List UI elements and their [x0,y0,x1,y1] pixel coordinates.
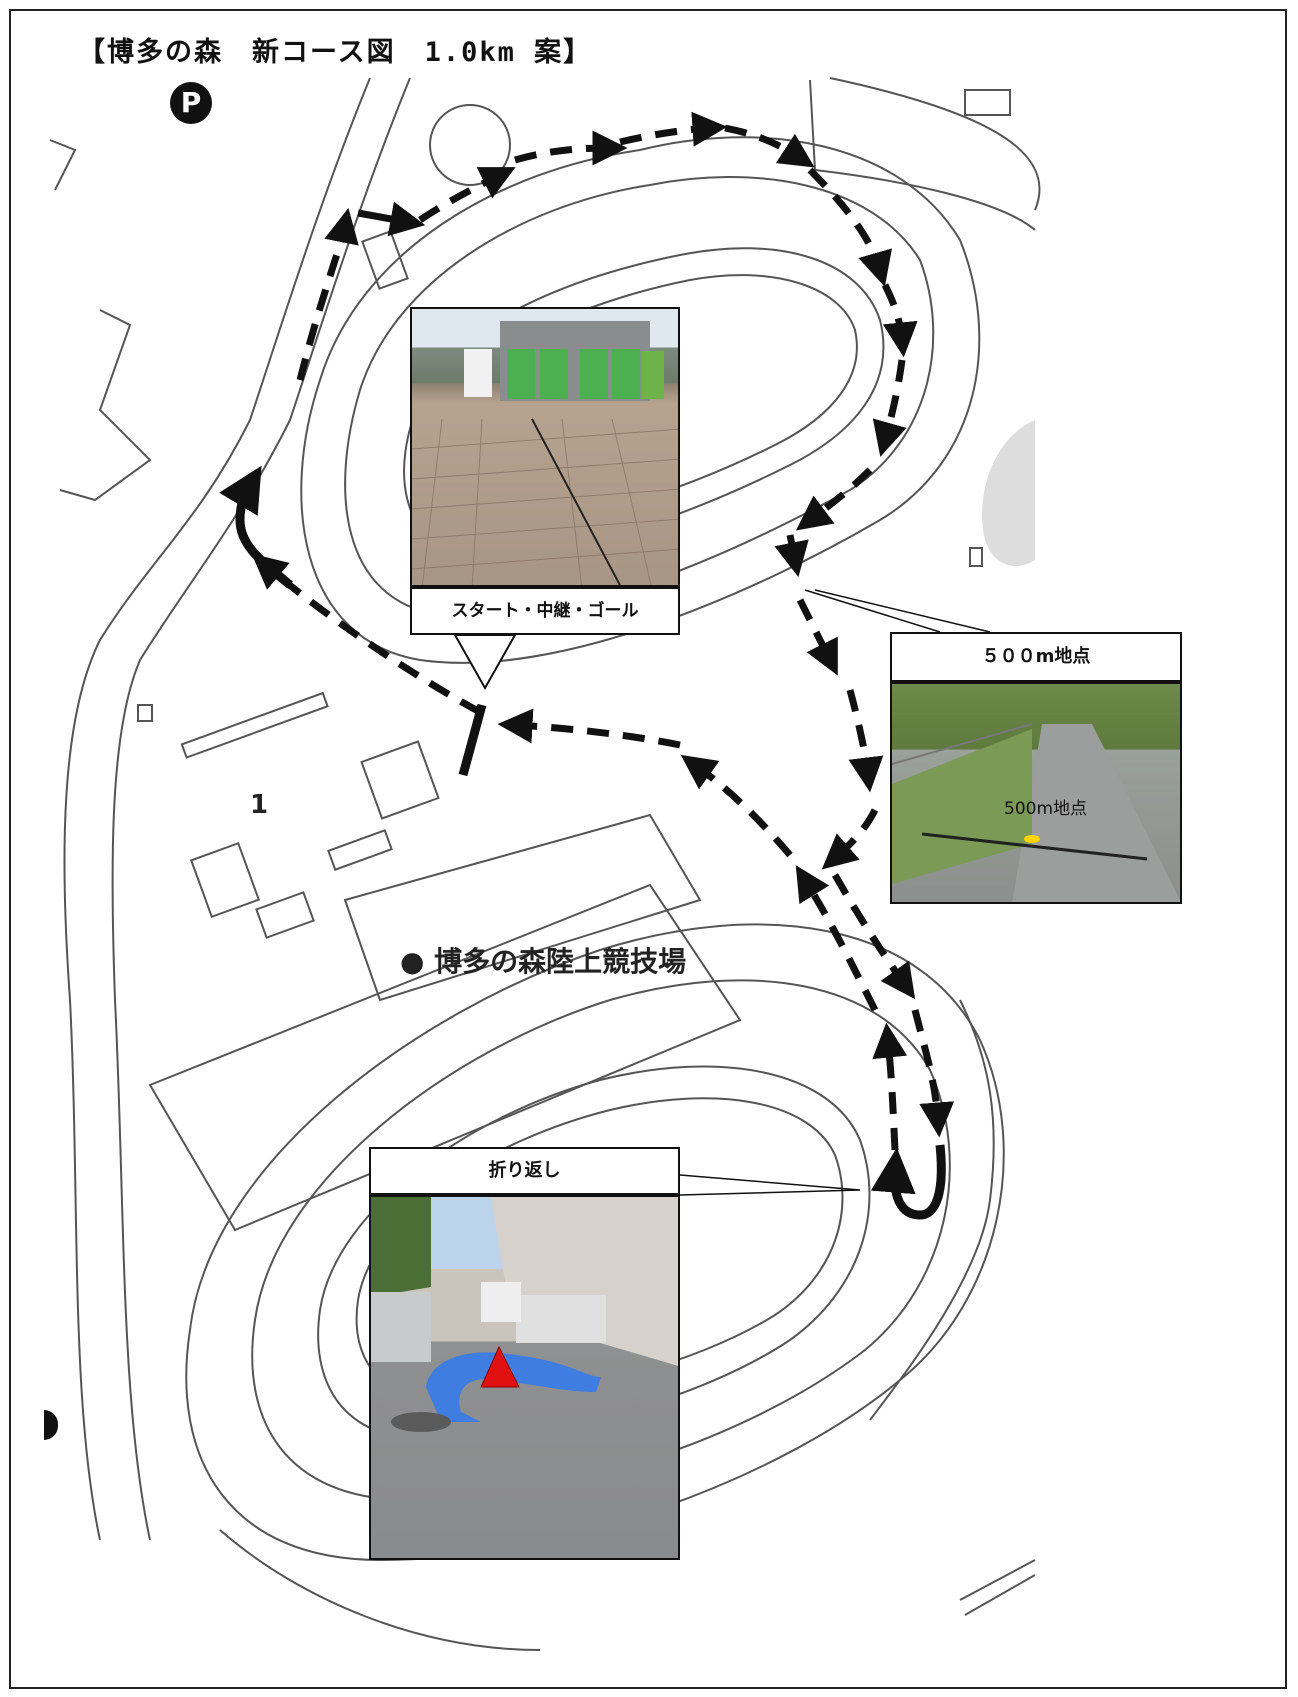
lower-right-road [959,1559,1036,1601]
route-top-2 [418,167,516,223]
route-up-1 [872,1022,908,1151]
page-title: 【博多の森 新コース図 1.0km 案】 [78,37,593,68]
route-turnaround [870,1144,946,1220]
callout-pointers [679,589,991,1196]
round-plaza [429,104,511,186]
lower-grandstand [148,883,742,1232]
upper-loop-road [829,77,1041,211]
route-finish [497,708,681,749]
start-callout-label: スタート・中継・ゴール [410,587,680,635]
edge-marker-icon [44,1410,58,1440]
500m-photo-scene [892,723,1180,902]
route-up-3 [680,754,793,858]
pointer-start [453,634,517,691]
start-photo [410,307,680,587]
marker-box [969,547,983,567]
facility-1-stair-c [189,841,261,919]
pointer-500m [804,589,991,633]
route-down-1 [831,873,916,1000]
route-500m-1 [796,598,838,676]
parking-icon: P [170,82,212,124]
right-road [869,999,995,1421]
bench-upper [361,230,409,290]
facility-1b [49,139,77,191]
lower-road [219,1529,541,1651]
500m-photo-caption: 500m地点 [1004,799,1088,819]
facility-name-label: ● 博多の森陸上競技場 [400,945,687,978]
route-500m-3 [821,808,879,870]
course-route [251,111,955,1151]
turn-photo [369,1195,680,1560]
500m-photo: 500m地点 [890,682,1182,904]
route-right-2 [881,283,918,358]
facility-1-stair-b [360,740,440,820]
route-top-4 [619,111,728,147]
route-right-3 [872,359,907,457]
facility-1-stair-e [327,829,393,871]
gray-area [982,420,1035,566]
route-up-2 [795,865,879,1012]
facility-1-box [137,704,153,722]
route-dip [774,534,809,578]
upper-loop-road-2 [809,79,1036,231]
lower-grandstand-inner [343,813,702,1002]
route-top-3 [514,130,628,166]
turn-callout-label: 折り返し [369,1147,680,1195]
route-right-4 [796,467,873,531]
500m-callout-label: ５００m地点 [890,632,1182,682]
route-left-up [296,207,359,381]
route-right-1 [807,167,893,287]
pointer-turn [679,1174,861,1196]
lower-right-road-2 [964,1574,1036,1616]
route-top-1 [357,201,426,237]
route-down-2 [911,1009,955,1138]
route-500m-2 [846,689,884,793]
turn-photo-scene [371,1197,678,1432]
route-left-curve [219,465,293,589]
facility-number-label: 1 [250,790,269,820]
outer-road-1 [63,77,371,1541]
facility-1-stair-a [180,691,329,759]
route-start-to-left [251,553,482,716]
facility-1a [59,309,152,502]
start-goal-line [458,703,487,777]
start-photo-scene [412,321,678,585]
outer-road-2 [111,77,411,1541]
route-top-5 [724,124,815,168]
facility-1-stair-d [255,891,315,939]
building-right [964,89,1011,116]
